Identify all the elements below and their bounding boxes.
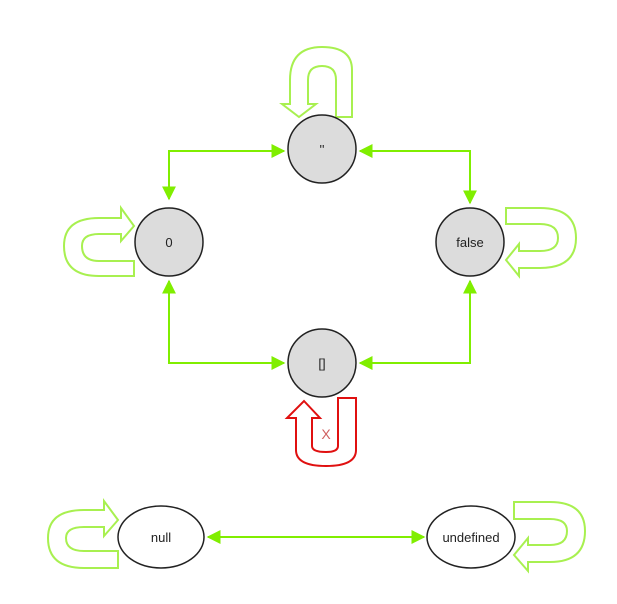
forbidden-mark: X (321, 426, 331, 442)
loop-zero-icon (62, 204, 136, 277)
node-null: null (117, 505, 205, 569)
node-null-label: null (151, 530, 171, 545)
node-false: false (435, 207, 505, 277)
loop-undefined-icon (512, 501, 587, 574)
node-empty-array: [] (287, 328, 357, 398)
node-undefined-label: undefined (442, 530, 499, 545)
node-zero-label: 0 (165, 235, 172, 250)
loop-false-icon (504, 207, 578, 279)
node-empty-array-label: [] (318, 356, 325, 371)
node-false-label: false (456, 235, 483, 250)
edge-zero-empty-string (162, 144, 286, 201)
edge-empty-string-false (358, 144, 477, 205)
node-zero: 0 (134, 207, 204, 277)
node-empty-string: '' (287, 114, 357, 184)
edge-false-empty-array (358, 279, 477, 370)
loop-empty-string-icon (279, 45, 353, 119)
node-empty-string-label: '' (320, 142, 325, 157)
edges (162, 144, 477, 544)
node-undefined: undefined (426, 505, 516, 569)
edge-zero-empty-array (162, 279, 286, 370)
self-loops (46, 45, 587, 574)
loop-empty-array-forbidden-icon (284, 397, 357, 468)
loop-null-icon (46, 497, 120, 569)
nodes: '' 0 false [] null undefined (117, 114, 516, 569)
